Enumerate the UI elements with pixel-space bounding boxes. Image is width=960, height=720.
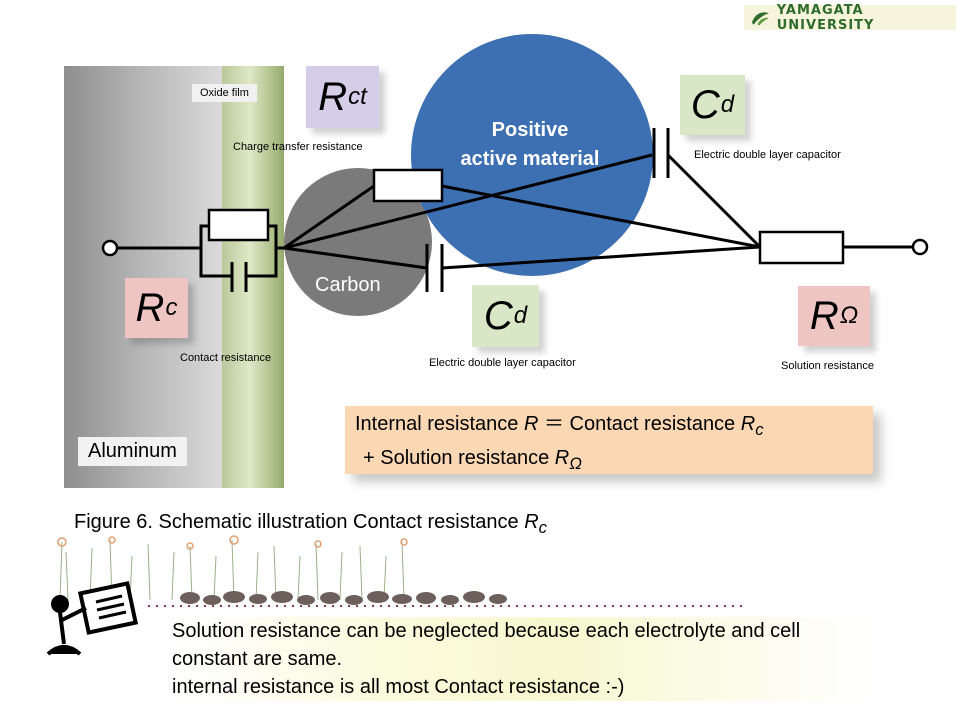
active-material-line2: active material <box>460 148 600 170</box>
cd-bottom-main: C <box>483 293 513 338</box>
pebbles-decoration <box>180 591 507 605</box>
romega-sub: Ω <box>839 302 859 329</box>
eq-r: R <box>523 413 539 435</box>
rc-main: R <box>135 285 165 330</box>
romega-resistor <box>758 230 845 265</box>
cd-top-main: C <box>690 82 720 127</box>
active-material-label: Positive active material <box>432 116 628 174</box>
oxide-film-label: Oxide film <box>192 84 257 102</box>
figure-caption: Figure 6. Schematic illustration Contact… <box>74 511 547 538</box>
aluminum-layer <box>64 66 226 488</box>
carbon-particle <box>284 168 432 316</box>
rct-main: R <box>318 74 348 119</box>
note-text: Solution resistance can be neglected bec… <box>172 617 872 701</box>
carbon-label: Carbon <box>315 274 381 296</box>
eq-romega-sub: Ω <box>569 454 582 473</box>
cd-top-description: Electric double layer capacitor <box>694 149 841 161</box>
equation-line2: + Solution resistance RΩ <box>355 444 863 478</box>
rc-resistor <box>207 208 270 242</box>
active-material-line1: Positive <box>491 119 569 141</box>
eq-text-b: ＝ Contact resistance <box>538 413 741 435</box>
eq-rc: R <box>740 413 756 435</box>
presenter-icon <box>46 581 139 656</box>
rc-sub: c <box>165 294 178 321</box>
romega-description: Solution resistance <box>781 360 874 372</box>
cd-top-sub: d <box>720 91 735 118</box>
eq-text-c: + Solution resistance <box>363 447 555 469</box>
leaf-logo-icon <box>751 11 769 26</box>
equation-line1: Internal resistance R ＝ Contact resistan… <box>355 410 863 444</box>
left-terminal <box>101 239 119 257</box>
caption-text: Figure 6. Schematic illustration Contact… <box>74 511 525 533</box>
eq-romega: R <box>554 447 570 469</box>
equation-box: Internal resistance R ＝ Contact resistan… <box>345 406 873 474</box>
romega-main: R <box>809 293 839 338</box>
cd-bottom-description: Electric double layer capacitor <box>429 357 576 369</box>
note-line3: internal resistance is all most Contact … <box>172 676 625 698</box>
brand-banner: YAMAGATA UNIVERSITY <box>744 2 956 33</box>
caption-sub: c <box>538 518 547 537</box>
eq-rc-sub: c <box>755 420 764 439</box>
rct-resistor <box>372 168 444 203</box>
brand-name: YAMAGATA UNIVERSITY <box>776 2 875 33</box>
aluminum-label: Aluminum <box>78 437 187 466</box>
rct-description: Charge transfer resistance <box>233 141 363 153</box>
cd-bottom-sub: d <box>513 302 528 329</box>
note-line1: Solution resistance can be neglected bec… <box>172 620 801 642</box>
caption-r: R <box>524 511 539 533</box>
note-line2: constant are same. <box>172 648 343 670</box>
right-terminal <box>911 238 929 256</box>
eq-text-a: Internal resistance <box>355 413 524 435</box>
rc-description: Contact resistance <box>180 352 272 364</box>
rct-sub: ct <box>348 83 367 110</box>
